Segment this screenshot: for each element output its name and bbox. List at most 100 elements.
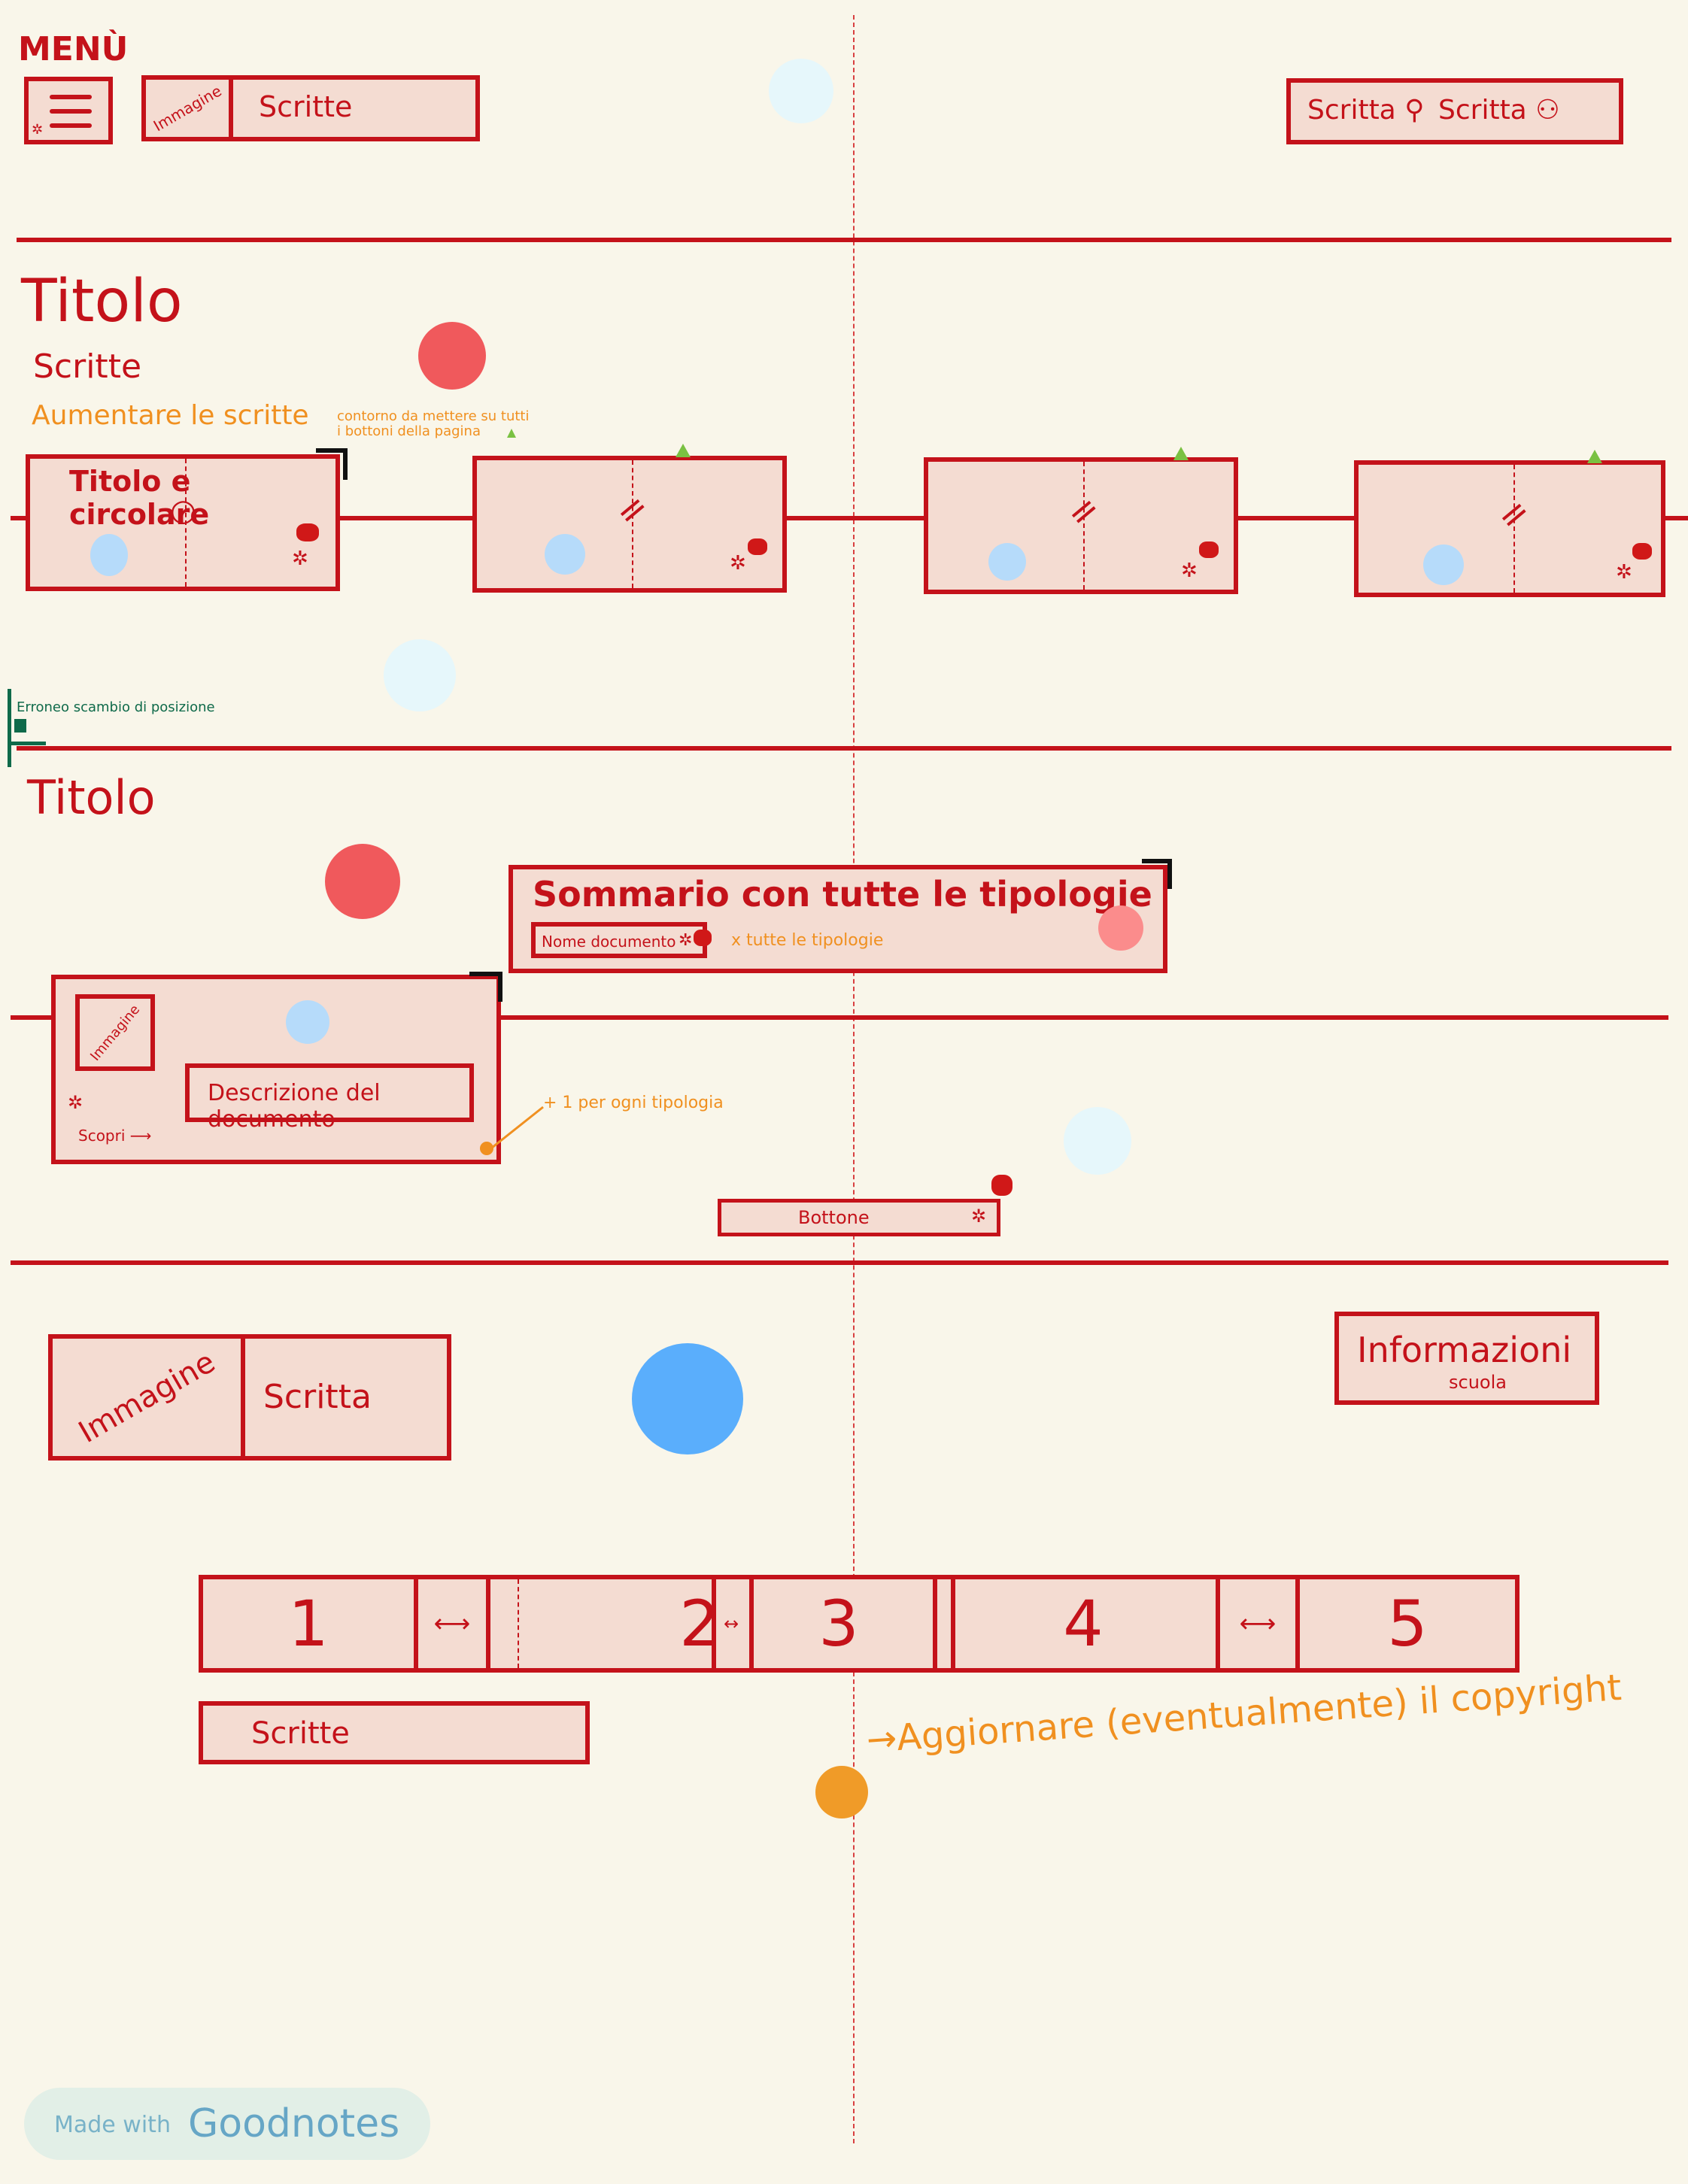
touch-point-red: [325, 844, 400, 919]
header-item-2[interactable]: Scritta ⚇: [1438, 95, 1560, 126]
touch-point-blue: [988, 543, 1026, 581]
card-1-title: Titolo e circolare: [69, 465, 210, 531]
copyright-note-text: Aggiornare (eventualmente) il copyright: [895, 1666, 1623, 1760]
document-name-label: Nome documento: [542, 933, 676, 951]
corner-mark: [1142, 859, 1172, 889]
footer-column-1: 1: [203, 1579, 414, 1668]
equal-mark-icon: =: [1488, 488, 1539, 541]
tap-icon: ✲: [971, 1206, 987, 1227]
hamburger-icon: [50, 95, 92, 128]
card-4[interactable]: = ✲: [1354, 460, 1665, 597]
goodnotes-watermark: Made with Goodnotes: [24, 2088, 430, 2160]
tap-icon: ✲: [292, 548, 308, 570]
click-icon: [1632, 543, 1652, 560]
footer-column-4: 4: [955, 1579, 1211, 1668]
note-connector-line: [484, 1106, 544, 1155]
search-icon: ⚲: [1404, 95, 1425, 126]
school-info-sub: scuola: [1449, 1372, 1507, 1393]
corner-mark: [469, 972, 502, 1002]
spacer-arrow-icon: ⟷: [433, 1609, 471, 1639]
brand-label: Goodnotes: [188, 2101, 400, 2146]
corner-mark: [316, 448, 348, 480]
touch-point-blue-pale: [769, 59, 833, 123]
card-1[interactable]: Titolo e circolare ○ ✲: [26, 454, 340, 591]
equal-mark-icon: =: [606, 484, 657, 536]
section-divider-2: [17, 746, 1671, 751]
equal-mark-icon: =: [1058, 485, 1109, 538]
section1-title: Titolo: [21, 268, 183, 335]
marker-triangle: [1587, 450, 1602, 463]
cards-connector: [11, 516, 1688, 520]
marker-triangle: [507, 429, 516, 438]
touch-point-red-light: [1098, 905, 1143, 951]
copyright-note: →Aggiornare (eventualmente) il copyright: [865, 1667, 1623, 1761]
footer-logo[interactable]: Immagine Scritta: [48, 1334, 451, 1461]
touch-point-blue: [286, 1000, 329, 1044]
click-icon: [991, 1175, 1012, 1196]
menu-button[interactable]: ✲: [24, 77, 113, 144]
document-image-label: Immagine: [87, 1001, 144, 1064]
main-button[interactable]: Bottone ✲: [718, 1199, 1000, 1236]
spacer-arrow-icon: ↔: [723, 1613, 739, 1634]
discover-link[interactable]: Scopri ⟶: [78, 1127, 152, 1145]
note-border-buttons: contorno da mettere su tutti i bottoni d…: [337, 408, 530, 439]
logo-image-label: Immagine: [150, 81, 225, 135]
column-number: 1: [288, 1587, 329, 1661]
swap-bracket-icon: [8, 689, 46, 767]
school-info-box[interactable]: Informazioni scuola: [1334, 1312, 1599, 1405]
user-icon: ⚇: [1535, 95, 1560, 126]
header-actions[interactable]: Scritta ⚲ Scritta ⚇: [1286, 78, 1623, 144]
touch-point-blue: [545, 534, 585, 575]
document-description-box: Descrizione del documento: [185, 1063, 474, 1133]
footer-column-5: 5: [1300, 1579, 1515, 1668]
tap-icon: ✲: [679, 931, 693, 950]
touch-point-blue-strong: [632, 1343, 743, 1454]
main-button-label: Bottone: [798, 1207, 870, 1228]
section1-subtitle: Scritte: [33, 347, 142, 386]
spacer-arrow-icon: ⟷: [1239, 1609, 1277, 1639]
summary-panel: Sommario con tutte le tipologie Nome doc…: [509, 865, 1167, 973]
document-name-button[interactable]: Nome documento ✲: [531, 922, 707, 958]
note-swap-text: Erroneo scambio di posizione: [17, 699, 215, 715]
section2-title: Titolo: [27, 770, 156, 825]
section-divider-1: [17, 238, 1671, 242]
touch-point-blue-pale: [1064, 1107, 1131, 1175]
click-icon: [694, 930, 712, 946]
click-icon: [748, 538, 767, 555]
tap-icon: ✲: [1616, 561, 1632, 584]
click-icon: [296, 523, 319, 541]
note-increase-text: Aumentare le scritte: [32, 400, 309, 431]
tap-icon: ✲: [68, 1092, 83, 1113]
footer-bottom-bar: Scritte: [199, 1701, 590, 1764]
touch-point-blue: [1423, 544, 1464, 585]
touch-point-blue: [90, 534, 128, 576]
card-2[interactable]: = ✲: [472, 456, 787, 593]
made-with-label: Made with: [54, 2112, 171, 2138]
column-number: 3: [818, 1587, 859, 1661]
logo-bar[interactable]: Immagine Scritte: [141, 75, 480, 141]
column-number: 5: [1387, 1587, 1428, 1661]
footer-columns: 1 ⟷ 2 ↔ 3 4 ⟷ 5: [199, 1575, 1520, 1673]
circle-icon: ○: [170, 493, 196, 528]
document-image: Immagine: [75, 994, 155, 1071]
arrow-right-icon: ⟶: [129, 1127, 152, 1145]
marker-triangle: [676, 444, 691, 457]
column-number: 4: [1063, 1587, 1104, 1661]
document-card[interactable]: Immagine Descrizione del documento ✲ Sco…: [51, 975, 501, 1164]
click-icon: [1199, 541, 1219, 558]
copyright-marker-dot: [815, 1766, 868, 1818]
footer-image-label: Immagine: [72, 1344, 221, 1451]
school-info-label: Informazioni: [1357, 1330, 1572, 1370]
touch-point-red: [418, 322, 486, 390]
card-3[interactable]: = ✲: [924, 457, 1238, 594]
section-divider-3: [11, 1260, 1668, 1265]
center-guide-line: [853, 15, 855, 2143]
note-one-per-type: + 1 per ogni tipologia: [543, 1094, 724, 1112]
arrow-right-icon: →: [865, 1717, 899, 1761]
footer-bottom-text: Scritte: [251, 1716, 350, 1751]
note-all-types: x tutte le tipologie: [731, 931, 884, 950]
tap-icon: ✲: [32, 122, 44, 138]
marker-triangle: [1173, 447, 1189, 460]
header-item-1[interactable]: Scritta ⚲: [1307, 95, 1425, 126]
logo-text-label: Scritte: [259, 90, 353, 123]
